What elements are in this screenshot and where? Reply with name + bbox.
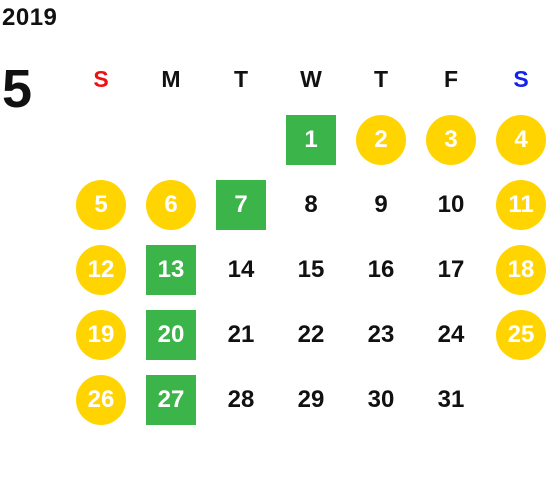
calendar-cell: 7 [206, 172, 276, 237]
day-holiday[interactable]: 25 [496, 309, 546, 360]
calendar-cell: 3 [416, 107, 486, 172]
weekday-wednesday: W [300, 66, 322, 92]
calendar-cell: 19 [66, 302, 136, 367]
day-event[interactable]: 7 [216, 179, 266, 230]
day-normal[interactable]: 28 [227, 385, 255, 413]
day-holiday[interactable]: 11 [496, 179, 546, 230]
calendar-cell: 22 [276, 302, 346, 367]
calendar-cell [136, 107, 206, 172]
month-label: 5 [2, 59, 33, 119]
calendar-cell: 31 [416, 367, 486, 432]
day-normal[interactable]: 21 [227, 320, 255, 348]
day-normal[interactable]: 29 [297, 385, 325, 413]
weekday-thursday: T [373, 66, 389, 92]
weekday-tuesday: T [233, 66, 249, 92]
day-normal[interactable]: 31 [437, 385, 465, 413]
calendar-cell: 29 [276, 367, 346, 432]
calendar-cell: 12 [66, 237, 136, 302]
calendar-cell: 13 [136, 237, 206, 302]
weekday-friday: F [443, 66, 459, 92]
day-holiday[interactable]: 18 [496, 244, 546, 295]
day-normal[interactable]: 22 [297, 320, 325, 348]
day-normal[interactable]: 23 [367, 320, 395, 348]
day-normal[interactable]: 16 [367, 255, 395, 283]
calendar-cell: 27 [136, 367, 206, 432]
calendar-cell: 16 [346, 237, 416, 302]
calendar-cell: 26 [66, 367, 136, 432]
calendar-cell: 21 [206, 302, 276, 367]
day-event[interactable]: 20 [146, 309, 196, 360]
calendar-cell: 17 [416, 237, 486, 302]
calendar-cell: 23 [346, 302, 416, 367]
calendar-cell: 6 [136, 172, 206, 237]
calendar-cell: 9 [346, 172, 416, 237]
day-holiday[interactable]: 2 [356, 114, 406, 165]
calendar-cell: 28 [206, 367, 276, 432]
calendar-cell: 11 [486, 172, 548, 237]
calendar-cell: 5 [66, 172, 136, 237]
year-label: 2019 [2, 4, 58, 31]
calendar-cell: 25 [486, 302, 548, 367]
calendar-cell: 15 [276, 237, 346, 302]
day-holiday[interactable]: 5 [76, 179, 126, 230]
calendar-cell [66, 107, 136, 172]
day-normal[interactable]: 30 [367, 385, 395, 413]
day-event[interactable]: 1 [286, 114, 336, 165]
calendar-cell: 24 [416, 302, 486, 367]
day-holiday[interactable]: 12 [76, 244, 126, 295]
day-holiday[interactable]: 26 [76, 374, 126, 425]
day-holiday[interactable]: 6 [146, 179, 196, 230]
calendar-cell: 4 [486, 107, 548, 172]
weekday-saturday: S [513, 66, 529, 92]
day-normal[interactable]: 24 [437, 320, 465, 348]
day-normal[interactable]: 8 [304, 190, 318, 218]
day-holiday[interactable]: 4 [496, 114, 546, 165]
calendar-cell: 30 [346, 367, 416, 432]
weekday-sunday: S [93, 66, 109, 92]
calendar-cell: 1 [276, 107, 346, 172]
day-holiday[interactable]: 19 [76, 309, 126, 360]
day-holiday[interactable]: 3 [426, 114, 476, 165]
calendar-cell: 18 [486, 237, 548, 302]
day-event[interactable]: 27 [146, 374, 196, 425]
day-normal[interactable]: 9 [374, 190, 388, 218]
day-normal[interactable]: 17 [437, 255, 465, 283]
calendar-cell [206, 107, 276, 172]
weekday-monday: M [161, 66, 181, 92]
day-event[interactable]: 13 [146, 244, 196, 295]
calendar-cell: 20 [136, 302, 206, 367]
day-normal[interactable]: 15 [297, 255, 325, 283]
calendar-cell: 8 [276, 172, 346, 237]
calendar-cell [486, 367, 548, 432]
calendar-cell: 10 [416, 172, 486, 237]
calendar-cell: 2 [346, 107, 416, 172]
calendar-cell: 14 [206, 237, 276, 302]
day-normal[interactable]: 14 [227, 255, 255, 283]
day-normal[interactable]: 10 [437, 190, 465, 218]
